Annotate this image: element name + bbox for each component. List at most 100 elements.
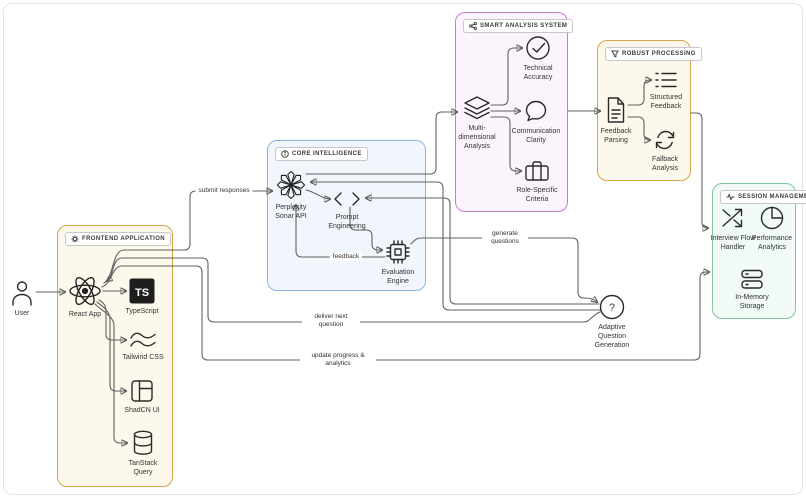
node-adaptive-question-generation: ? Adaptive Question Generation [590, 294, 634, 350]
briefcase-icon [525, 161, 549, 181]
edge-feedback [296, 205, 386, 258]
chip-robust-label: ROBUST PROCESSING [622, 51, 696, 57]
edge-submit-responses [103, 191, 272, 284]
node-perplexity-sonar: Perplexity Sonar API [267, 170, 315, 221]
react-atom-icon [69, 276, 101, 306]
svg-text:TS: TS [135, 287, 149, 299]
node-tailwind-label: Tailwind CSS [122, 354, 164, 361]
group-session-management [712, 183, 796, 319]
node-react-app-label: React App [68, 311, 102, 318]
chip-smart-label: SMART ANALYSIS SYSTEM [480, 23, 568, 29]
node-react-app: React App [60, 275, 110, 319]
edge-label-generate-questions: generate questions [482, 229, 528, 247]
chip-session-label: SESSION MANAGEMENT [738, 194, 806, 200]
file-text-icon [607, 97, 625, 123]
node-evaluation-engine: Evaluation Engine [374, 239, 422, 286]
activity-icon [726, 193, 735, 201]
node-user-label: User [14, 310, 30, 317]
chip-smart-analysis: SMART ANALYSIS SYSTEM [463, 19, 574, 33]
starburst-icon [276, 170, 306, 200]
node-tanstack-label: TanStack Query [128, 460, 158, 477]
node-shadcn-label: ShadCN UI [124, 407, 160, 414]
person-icon [12, 281, 32, 306]
node-tailwind: Tailwind CSS [113, 331, 173, 362]
edge-label-update-progress: update progress & analytics [300, 351, 376, 369]
cpu-chip-icon [386, 240, 410, 264]
edge-multidim-to-role [490, 116, 521, 171]
node-interview-flow-handler: Interview Flow Handler [707, 205, 759, 252]
memory-sticks-icon [741, 269, 763, 289]
edge-update-progress [101, 265, 709, 361]
node-eval-label: Evaluation Engine [381, 269, 415, 286]
node-communication-clarity: Communication Clarity [511, 98, 561, 145]
node-performance-label: Performance Analytics [751, 235, 793, 252]
chip-frontend-label: FRONTEND APPLICATION [82, 236, 165, 242]
edge-sonar-to-multidim [305, 112, 457, 175]
node-communication-label: Communication Clarity [511, 128, 561, 145]
layers-icon [464, 96, 490, 120]
code-brackets-icon [334, 192, 360, 206]
chip-core-intelligence: CORE INTELLIGENCE [275, 147, 368, 161]
node-fallback-label: Fallback Analysis [651, 156, 679, 173]
node-feedback-parsing: Feedback Parsing [594, 96, 638, 145]
node-user: User [7, 279, 37, 318]
pie-chart-icon [760, 206, 784, 230]
node-prompt-engineering: Prompt Engineering [318, 191, 376, 231]
edge-react-to-tanstack [94, 303, 127, 443]
node-multidimensional-analysis: Multi-dimensional Analysis [454, 95, 500, 151]
share-icon [469, 22, 477, 30]
node-multidim-label: Multi-dimensional Analysis [458, 125, 496, 151]
node-typescript: TS TypeScript [116, 278, 168, 316]
chip-robust-processing: ROBUST PROCESSING [605, 47, 702, 61]
info-icon [281, 150, 289, 158]
node-prompt-label: Prompt Engineering [328, 214, 366, 231]
question-circle-icon: ? [599, 294, 625, 320]
edge-robust-to-session [690, 112, 708, 228]
node-aqg-label: Adaptive Question Generation [594, 324, 630, 350]
edge-prompt-to-eval [349, 206, 382, 250]
tailwind-waves-icon [130, 332, 156, 347]
node-performance-analytics: Performance Analytics [745, 205, 799, 252]
list-icon [655, 72, 677, 88]
edge-label-submit-responses: submit responses [195, 186, 253, 196]
node-role-label: Role-Specific Criteria [516, 187, 558, 204]
node-sonar-label: Perplexity Sonar API [275, 204, 307, 221]
database-icon [133, 430, 153, 455]
check-circle-icon [526, 36, 550, 60]
edge-aqg-to-prompt [366, 198, 600, 305]
shuffle-icon [722, 208, 743, 228]
node-structured-label: Structured Feedback [649, 94, 683, 111]
node-shadcn: ShadCN UI [116, 379, 168, 415]
edge-label-feedback: feedback [329, 252, 363, 262]
chat-bubble-icon [525, 100, 547, 122]
node-technical-label: Technical Accuracy [523, 65, 553, 82]
edge-generate-questions [410, 237, 597, 302]
edge-label-deliver-next-question: deliver next question [302, 312, 360, 330]
node-parsing-label: Feedback Parsing [600, 128, 632, 145]
chip-session-management: SESSION MANAGEMENT [720, 190, 806, 204]
edge-aqg-to-sonar [311, 182, 601, 311]
gear-icon [71, 235, 79, 243]
edge-deliver-next-question [107, 257, 601, 323]
chip-core-label: CORE INTELLIGENCE [292, 151, 362, 157]
edge-multidim-to-technical [490, 48, 522, 106]
node-tanstack: TanStack Query [121, 430, 165, 477]
node-typescript-label: TypeScript [125, 308, 159, 315]
node-structured-feedback: Structured Feedback [642, 70, 690, 111]
filter-icon [611, 50, 619, 58]
group-core-intelligence [267, 140, 426, 291]
group-frontend-application [57, 225, 173, 487]
node-in-memory-storage: In-Memory Storage [728, 269, 776, 311]
panel-layout-icon [131, 380, 153, 402]
node-fallback-analysis: Fallback Analysis [643, 128, 687, 173]
node-interview-label: Interview Flow Handler [710, 235, 756, 252]
typescript-badge-icon: TS [129, 278, 155, 304]
node-technical-accuracy: Technical Accuracy [514, 35, 562, 82]
edge-parsing-to-fallback [627, 116, 650, 140]
edge-sonar-to-prompt [305, 189, 330, 199]
chip-frontend-application: FRONTEND APPLICATION [65, 232, 171, 246]
refresh-icon [655, 130, 675, 150]
node-memory-label: In-Memory Storage [735, 294, 769, 311]
